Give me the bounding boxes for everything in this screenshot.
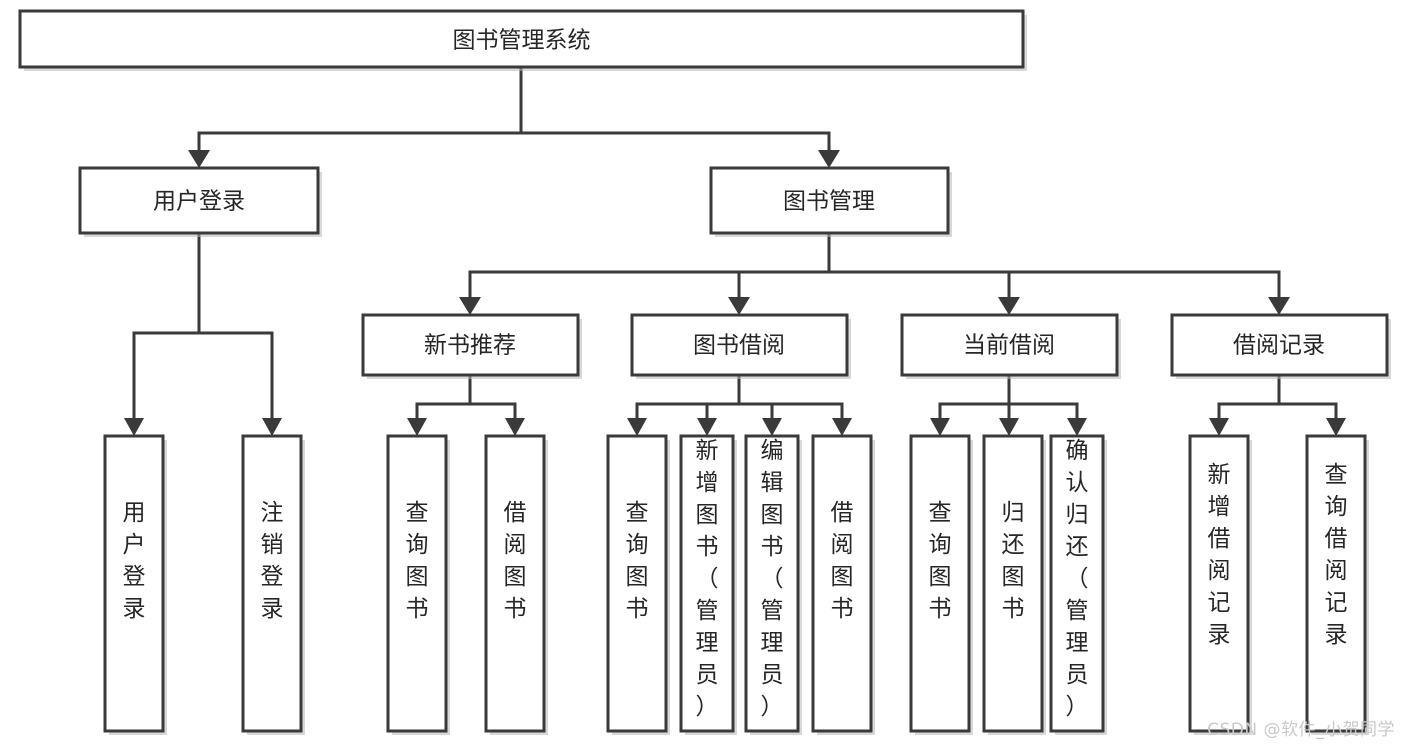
connector-currentborrow-to-leaves <box>938 373 1079 421</box>
node-rect[interactable] <box>909 434 971 733</box>
arrowhead-icon <box>930 418 950 436</box>
node-book-borrow[interactable]: 图书借阅 <box>630 313 851 379</box>
node-leaf-return-book[interactable]: 归还图书 <box>982 434 1046 735</box>
node-rect[interactable] <box>78 166 320 235</box>
node-label-leaf-logout-login: 注销登录 <box>261 500 284 622</box>
node-user-login[interactable]: 用户登录 <box>78 166 322 237</box>
node-borrow-record[interactable]: 借阅记录 <box>1170 313 1391 379</box>
node-rect[interactable] <box>709 166 950 235</box>
connector-userlogin-to-leaves <box>132 231 274 421</box>
node-rect[interactable] <box>18 9 1025 69</box>
node-leaf-edit-book-admin[interactable]: 编辑图书（管理员） <box>744 434 802 735</box>
arrowhead-icon <box>1067 418 1087 436</box>
node-label-leaf-borrow-book-1: 借阅图书 <box>504 500 527 622</box>
arrowhead-icon <box>832 418 852 436</box>
node-label-leaf-add-borrow-record: 新增借阅记录 <box>1208 462 1231 648</box>
arrowhead-icon <box>124 418 144 436</box>
node-rect[interactable] <box>241 434 303 733</box>
arrowhead-icon <box>1326 418 1346 436</box>
node-current-borrow[interactable]: 当前借阅 <box>900 313 1121 379</box>
arrowhead-icon <box>505 418 525 436</box>
node-label-root: 图书管理系统 <box>453 28 591 54</box>
connector-newbook-to-leaves <box>415 373 517 421</box>
node-root[interactable]: 图书管理系统 <box>18 9 1027 71</box>
arrowhead-icon <box>188 150 210 168</box>
node-rect[interactable] <box>982 434 1044 733</box>
arrowhead-icon <box>459 297 481 315</box>
node-label-leaf-query-borrow-record: 查询借阅记录 <box>1325 462 1348 648</box>
connector-borrowrecord-to-leaves <box>1217 373 1338 421</box>
node-label-leaf-add-book-admin: 新增图书（管理员） <box>696 438 719 720</box>
node-label-borrow-record: 借阅记录 <box>1233 333 1325 359</box>
node-label-leaf-query-book-1: 查询图书 <box>406 500 429 622</box>
node-rect[interactable] <box>900 313 1119 377</box>
node-label-book-borrow: 图书借阅 <box>693 333 785 359</box>
node-rect[interactable] <box>1188 434 1250 733</box>
node-rect[interactable] <box>1305 434 1367 733</box>
arrowhead-icon <box>407 418 427 436</box>
node-leaf-logout-login[interactable]: 注销登录 <box>241 434 305 735</box>
node-rect[interactable] <box>744 434 800 733</box>
node-leaf-borrow-book-2[interactable]: 借阅图书 <box>811 434 875 735</box>
node-label-leaf-return-book: 归还图书 <box>1002 500 1025 622</box>
node-leaf-add-book-admin[interactable]: 新增图书（管理员） <box>679 434 737 735</box>
node-label-leaf-edit-book-admin: 编辑图书（管理员） <box>761 438 784 720</box>
arrowhead-layer <box>124 150 1346 436</box>
node-label-leaf-confirm-return-admin: 确认归还（管理员） <box>1066 438 1089 720</box>
arrowhead-icon <box>728 297 750 315</box>
node-label-user-login: 用户登录 <box>153 189 245 215</box>
node-rect[interactable] <box>1170 313 1389 377</box>
node-leaf-user-login[interactable]: 用户登录 <box>103 434 167 735</box>
node-rect[interactable] <box>484 434 546 733</box>
connector-layer <box>132 65 1338 421</box>
node-label-leaf-query-book-3: 查询图书 <box>929 500 952 622</box>
connector-bookborrow-to-leaves <box>635 373 844 421</box>
node-leaf-query-book-1[interactable]: 查询图书 <box>386 434 450 735</box>
node-label-leaf-user-login: 用户登录 <box>123 500 146 622</box>
node-rect[interactable] <box>679 434 735 733</box>
arrowhead-icon <box>262 418 282 436</box>
arrowhead-icon <box>627 418 647 436</box>
node-book-manage[interactable]: 图书管理 <box>709 166 952 237</box>
node-label-new-book-recommend: 新书推荐 <box>424 333 516 359</box>
arrowhead-icon <box>998 297 1020 315</box>
arrowhead-icon <box>818 150 840 168</box>
node-rect[interactable] <box>606 434 668 733</box>
node-rect[interactable] <box>630 313 849 377</box>
node-label-leaf-borrow-book-2: 借阅图书 <box>831 500 854 622</box>
node-leaf-confirm-return-admin[interactable]: 确认归还（管理员） <box>1049 434 1107 735</box>
node-label-leaf-query-book-2: 查询图书 <box>626 500 649 622</box>
node-leaf-add-borrow-record[interactable]: 新增借阅记录 <box>1188 434 1252 735</box>
connector-root-to-level2 <box>197 65 831 154</box>
watermark-text: CSDN @软件_小贺同学 <box>1207 720 1395 740</box>
node-new-book-recommend[interactable]: 新书推荐 <box>361 313 582 379</box>
node-label-book-manage: 图书管理 <box>783 189 875 215</box>
arrowhead-icon <box>1209 418 1229 436</box>
connector-bookmanage-to-level3 <box>468 231 1281 301</box>
arrowhead-icon <box>1268 297 1290 315</box>
node-leaf-query-book-2[interactable]: 查询图书 <box>606 434 670 735</box>
arrowhead-icon <box>999 418 1019 436</box>
node-label-current-borrow: 当前借阅 <box>963 333 1055 359</box>
node-rect[interactable] <box>103 434 165 733</box>
arrowhead-icon <box>697 418 717 436</box>
node-rect[interactable] <box>811 434 873 733</box>
node-leaf-query-borrow-record[interactable]: 查询借阅记录 <box>1305 434 1369 735</box>
node-leaf-query-book-3[interactable]: 查询图书 <box>909 434 973 735</box>
node-rect[interactable] <box>361 313 580 377</box>
node-leaf-borrow-book-1[interactable]: 借阅图书 <box>484 434 548 735</box>
node-rect[interactable] <box>1049 434 1105 733</box>
node-rect[interactable] <box>386 434 448 733</box>
arrowhead-icon <box>762 418 782 436</box>
